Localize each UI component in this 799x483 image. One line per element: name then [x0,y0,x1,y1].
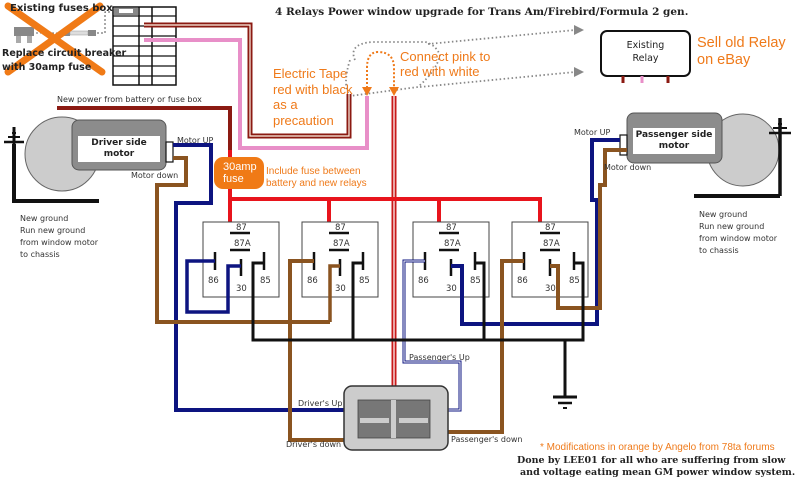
relay-4-pin-30: 30 [545,284,556,294]
connect-arrow [366,50,395,88]
passenger-motor-label: Passenger side motor [633,128,715,154]
drivers-up-label: Driver's Up [298,399,343,408]
driver-up-wire [173,143,345,412]
driver-motor-up-label: Motor UP [177,136,214,145]
sell-relay-line-2: on eBay [697,52,751,68]
relay-3-pin-87: 87 [446,223,457,233]
passenger-ground-line-1: New ground [699,210,748,219]
pink-wire [144,38,369,150]
electric-tape-note: Electric Tape red with black as a precau… [273,66,352,128]
passengers-down-label: Passenger's down [451,435,523,444]
relay-2-pin-85: 85 [359,276,370,286]
relay-2-pin-87: 87 [335,223,346,233]
fuse-badge-line-1: 30amp [223,161,257,173]
existing-relay-line-2: Relay [632,53,659,64]
connection-callout [345,29,576,97]
arrow-to-relay-top [574,25,584,35]
fuse-badge: 30amp fuse [214,157,264,189]
tape-line-2: red with black [273,81,353,97]
relay-2-pin-87a: 87A [333,239,350,249]
driver-ground-line-1: New ground [20,214,69,223]
relay-contacts [213,231,576,276]
relay-4-pin-87a: 87A [543,239,560,249]
passenger-ground-note: New ground Run new ground from window mo… [699,209,777,257]
relay-1-pin-30: 30 [236,284,247,294]
driver-down-wire [155,156,330,324]
relay-3-pin-86: 86 [418,276,429,286]
passenger-down-wire [550,148,627,310]
passenger-motor-label-1: Passenger side [635,130,713,140]
sell-relay-line-1: Sell old Relay [697,35,786,51]
driver-ground-line-4: to chassis [20,250,60,259]
relay-2-pin-86: 86 [307,276,318,286]
existing-relay-label: Existing Relay [601,39,690,65]
existing-relay-line-1: Existing [626,40,665,51]
relay-1-pin-87a: 87A [234,239,251,249]
relay-4-pin-86: 86 [517,276,528,286]
tape-line-1: Electric Tape [273,66,348,81]
passenger-ground-icon [694,118,791,198]
tape-line-4: precaution [273,112,334,128]
passenger-ground-line-2: Run new ground [699,222,765,231]
fuse-note: Include fuse between battery and new rel… [266,166,367,190]
modifications-note: * Modifications in orange by Angelo from… [540,442,775,453]
driver-ground-note: New ground Run new ground from window mo… [20,213,98,261]
driver-ground-line-3: from window motor [20,238,99,247]
relay-1-pin-85: 85 [260,276,271,286]
replace-breaker-label: Replace circuit breaker [2,48,127,59]
relay-2-pin-30: 30 [335,284,346,294]
relay-1-pin-86: 86 [208,276,219,286]
relay-ground-bus [251,261,585,342]
driver-motor-label: Driver side motor [78,136,160,162]
passenger-ground-line-4: to chassis [699,246,739,255]
passenger-motor-up-label: Motor UP [574,128,611,137]
credit-text: Done by LEE01 for all who are suffering … [517,455,795,479]
relay-4-pin-85: 85 [569,276,580,286]
passenger-up-wire [451,138,620,326]
passenger-ground-line-3: from window motor [699,234,778,243]
relay-3-pin-87a: 87A [444,239,461,249]
new-power-label: New power from battery or fuse box [57,95,202,104]
existing-relay-box [600,30,691,77]
relay-4-pin-87: 87 [545,223,556,233]
tape-line-3: as a [273,97,298,112]
relay-3-pin-30: 30 [446,284,457,294]
connect-pink-line-2: red with white [400,64,480,79]
connect-pink-note: Connect pink to red with white [400,49,490,79]
arrow-down-right [389,87,399,96]
diagram-title: 4 Relays Power window upgrade for Trans … [275,6,689,18]
connect-pink-line-1: Connect pink to [400,49,491,64]
driver-ground-icon [4,127,99,203]
relay-3-pin-85: 85 [470,276,481,286]
driver-motor-down-label: Motor down [131,171,179,180]
credit-line-1: Done by LEE01 for all who are suffering … [517,455,786,466]
fuse-note-line-1: Include fuse between [266,166,361,177]
relay-1-pin-87: 87 [236,223,247,233]
existing-fuses-label: Existing fuses box [10,3,113,14]
window-switch[interactable] [343,385,449,451]
passenger-motor-label-2: motor [658,141,690,151]
passengers-up-label: Passenger's Up [409,353,470,362]
drivers-down-label: Driver's down [286,440,342,449]
driver-ground-line-2: Run new ground [20,226,86,235]
arrow-to-relay-bottom [574,67,584,77]
chassis-ground-icon [553,395,577,409]
fuse-box [112,6,177,86]
fuse-badge-line-2: fuse [223,173,244,185]
fuse-note-line-2: battery and new relays [266,178,367,189]
credit-line-2: and voltage eating mean GM power window … [520,467,796,478]
passenger-motor-down-label: Motor down [604,163,652,172]
crossed-out-mark [4,2,106,76]
arrow-down-left [362,87,372,96]
sell-relay-note: Sell old Relay on eBay [697,35,786,69]
replace-breaker-label-2: with 30amp fuse [2,62,92,73]
